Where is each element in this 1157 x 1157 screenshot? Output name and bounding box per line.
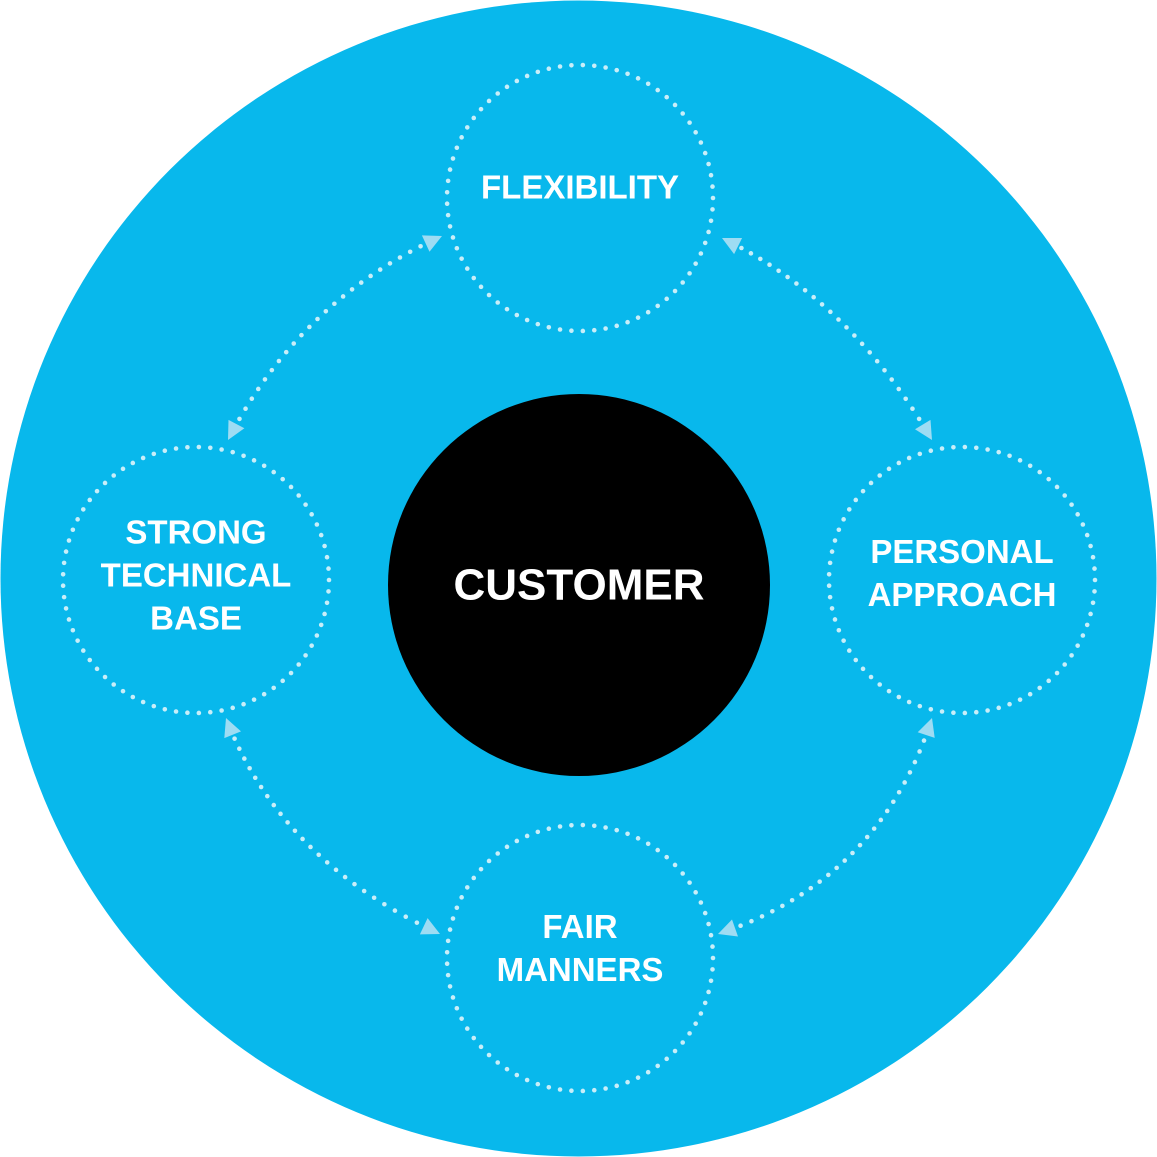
connectors	[224, 235, 935, 937]
arrowhead	[917, 718, 935, 738]
node-ring-personal-approach	[826, 444, 1098, 716]
center-circle	[388, 394, 770, 776]
node-label-line: FAIR	[542, 908, 617, 945]
node-label-line: STRONG	[125, 514, 266, 551]
connector-personal-approach-fair-manners	[718, 718, 935, 937]
arrowhead	[722, 238, 743, 255]
node-label-line: PERSONAL	[870, 533, 1053, 570]
node-label-strong-technical-base: STRONG TECHNICAL BASE	[101, 514, 292, 637]
node-label-line: FLEXIBILITY	[481, 169, 679, 206]
node-label-flexibility: FLEXIBILITY	[481, 169, 679, 206]
arrowhead	[915, 419, 932, 440]
connector-flexibility-personal-approach	[722, 238, 932, 440]
arrowhead	[421, 235, 442, 252]
node-ring-flexibility	[444, 62, 716, 334]
arrowhead	[228, 419, 245, 440]
node-ring-strong-technical-base	[60, 444, 332, 716]
node-label-line: BASE	[150, 600, 242, 637]
node-label-line: TECHNICAL	[101, 557, 292, 594]
node-label-personal-approach: PERSONAL APPROACH	[868, 533, 1057, 613]
node-ring-fair-manners	[444, 822, 716, 1094]
node-label-fair-manners: FAIR MANNERS	[497, 908, 664, 988]
arrowhead	[419, 918, 440, 935]
connector-strong-technical-base-flexibility	[228, 235, 442, 440]
node-label-line: MANNERS	[497, 951, 664, 988]
nodes: FLEXIBILITY PERSONAL APPROACH FAIR MANNERS ST…	[60, 62, 1098, 1094]
node-label-line: APPROACH	[868, 576, 1057, 613]
connector-fair-manners-strong-technical-base	[224, 718, 440, 935]
center-label: CUSTOMER	[454, 561, 705, 610]
arrowhead	[224, 718, 241, 739]
arrowhead	[718, 919, 738, 937]
